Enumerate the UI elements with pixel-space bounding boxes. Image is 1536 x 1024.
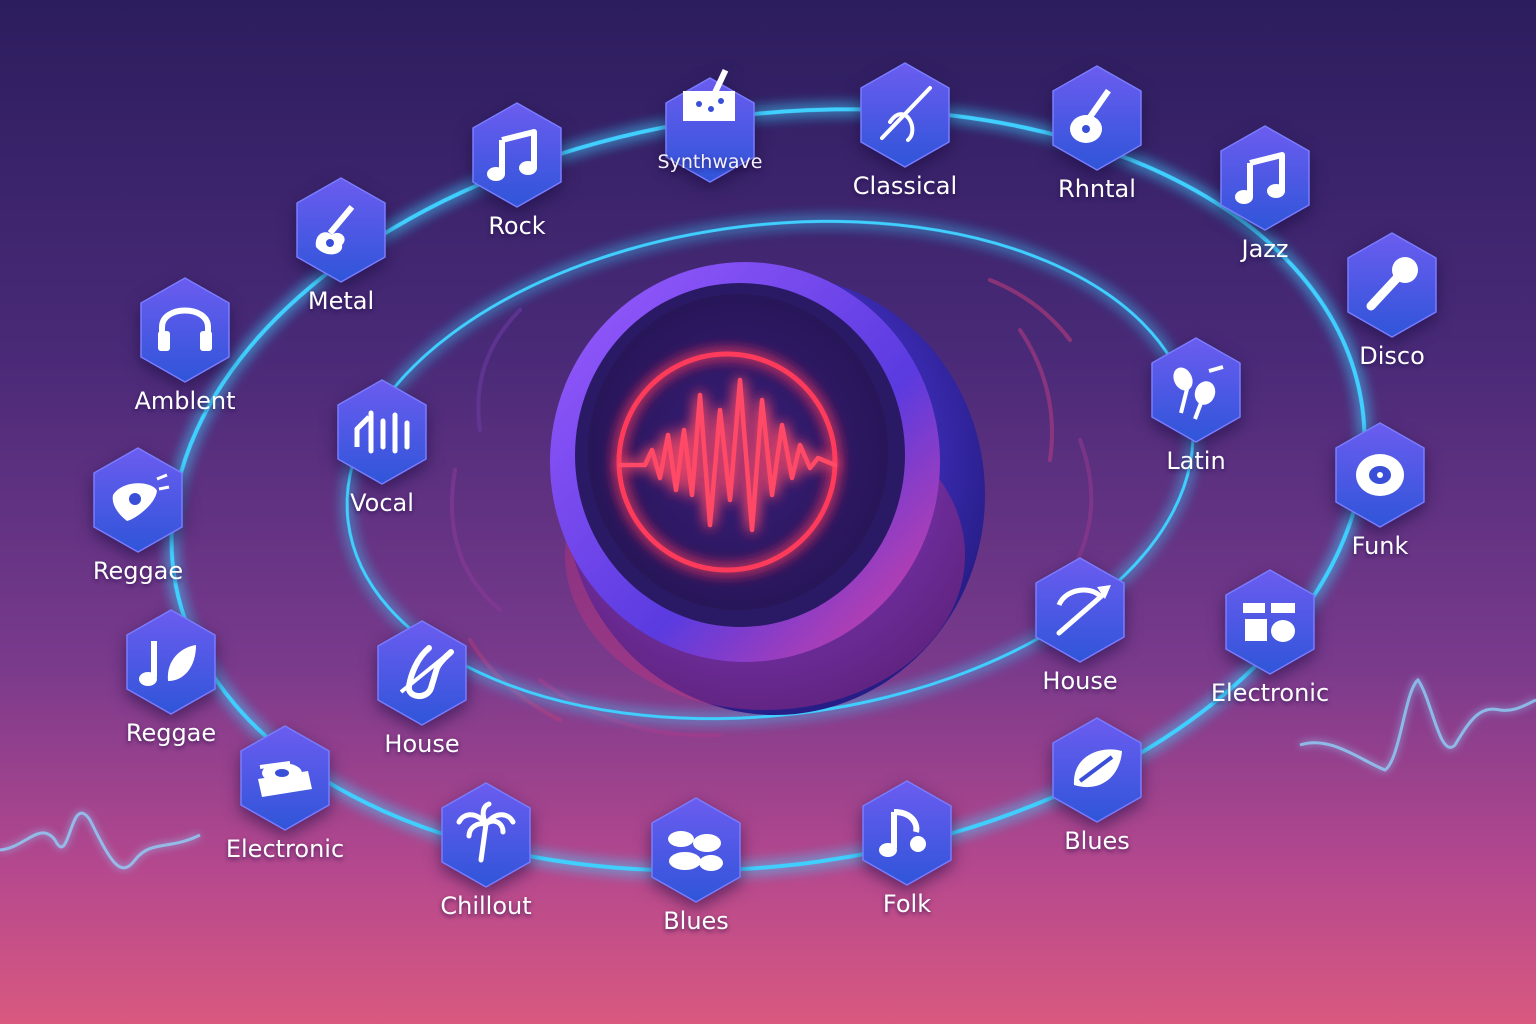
hex-button[interactable] xyxy=(230,723,340,833)
electric-guitar-icon xyxy=(315,205,355,255)
hex-button[interactable] xyxy=(1337,230,1447,340)
hex-button[interactable] xyxy=(367,618,477,728)
genre-label: Chillout xyxy=(440,892,532,920)
genre-label: Rock xyxy=(488,212,546,240)
genre-label: Metal xyxy=(307,287,375,315)
genre-label: Electronic xyxy=(225,835,345,863)
hex-button[interactable] xyxy=(850,60,960,170)
hex-button[interactable] xyxy=(1215,567,1325,677)
maracas-icon xyxy=(1173,365,1224,420)
genre-tile-vocal[interactable]: Vocal xyxy=(307,377,457,547)
music-notes-icon xyxy=(879,809,926,857)
genre-label: Funk xyxy=(1351,532,1409,560)
genre-label: Reggae xyxy=(125,719,217,747)
genre-tile-reggae[interactable]: Reggae xyxy=(96,607,246,777)
palm-tree-icon xyxy=(456,801,516,863)
hex-button[interactable] xyxy=(852,778,962,888)
equalizer-icon xyxy=(354,410,410,454)
central-audio-hub[interactable] xyxy=(550,262,985,715)
leaf-icon xyxy=(1073,749,1122,788)
genre-label: Folk xyxy=(882,890,932,918)
genre-tile-latin[interactable]: Latin xyxy=(1121,335,1271,505)
genre-tile-chillout[interactable]: Chillout xyxy=(411,780,561,950)
left-sound-wave xyxy=(0,811,201,870)
leaf-note-icon xyxy=(139,641,196,686)
acoustic-guitar-icon xyxy=(1070,88,1111,143)
genre-tile-house[interactable]: House xyxy=(1005,555,1155,725)
genre-tile-funk[interactable]: Funk xyxy=(1305,420,1455,590)
genre-tile-electronic[interactable]: Electronic xyxy=(1195,567,1345,737)
hex-button[interactable] xyxy=(116,607,226,717)
guitar-pick-icon xyxy=(112,473,170,521)
genre-label: House xyxy=(384,730,460,758)
hub-glow-ring xyxy=(616,351,838,573)
genre-label: Blues xyxy=(663,907,729,935)
genre-label: Reggae xyxy=(92,557,184,585)
synth-icon xyxy=(683,68,735,121)
genre-tile-metal[interactable]: Metal xyxy=(266,175,416,345)
genre-tile-jazz[interactable]: Jazz xyxy=(1190,123,1340,293)
genre-label: Rhntal xyxy=(1058,175,1136,203)
right-sound-wave xyxy=(1299,677,1536,772)
genre-tile-synthwave[interactable]: Synthwave xyxy=(635,68,785,245)
genre-label: Electronic xyxy=(1210,679,1330,707)
music-note-icon xyxy=(487,129,537,181)
genre-tile-reggae[interactable]: Reggae xyxy=(63,445,213,615)
genre-tile-blues[interactable]: Blues xyxy=(1022,715,1172,885)
headphones-icon xyxy=(158,307,212,351)
genre-label: Jazz xyxy=(1241,235,1289,263)
hex-button[interactable] xyxy=(1325,420,1435,530)
genre-label: Synthwave xyxy=(657,151,763,173)
genre-tile-rock[interactable]: Rock xyxy=(442,100,592,270)
hex-button[interactable] xyxy=(641,795,751,905)
hex-button[interactable] xyxy=(286,175,396,285)
hex-button[interactable] xyxy=(1141,335,1251,445)
genre-tile-house[interactable]: House xyxy=(347,618,497,788)
drum-kit-icon xyxy=(668,831,723,871)
genre-label: Disco xyxy=(1359,342,1425,370)
hex-button[interactable] xyxy=(462,100,572,210)
genre-label: House xyxy=(1042,667,1118,695)
genre-tile-classical[interactable]: Classical xyxy=(830,60,980,230)
hex-button[interactable] xyxy=(130,275,240,385)
genre-tile-rhntal[interactable]: Rhntal xyxy=(1022,63,1172,233)
genre-label: Amblent xyxy=(134,387,236,415)
genre-label: Latin xyxy=(1166,447,1226,475)
violin-bow-icon xyxy=(880,86,932,142)
drum-pads-icon xyxy=(1243,603,1295,642)
vinyl-record-icon xyxy=(1356,454,1404,496)
hex-button[interactable] xyxy=(1210,123,1320,233)
record-arm-icon xyxy=(1056,585,1111,636)
hex-button[interactable] xyxy=(1042,63,1152,173)
genre-label: Classical xyxy=(852,172,958,200)
genre-label: Vocal xyxy=(350,489,414,517)
genre-tile-amblent[interactable]: Amblent xyxy=(110,275,260,445)
sound-wave-icon xyxy=(617,377,838,533)
genre-tile-electronic[interactable]: Electronic xyxy=(210,723,360,893)
genre-tile-blues[interactable]: Blues xyxy=(621,795,771,965)
hex-button[interactable] xyxy=(327,377,437,487)
hex-button[interactable] xyxy=(1042,715,1152,825)
genre-label: Blues xyxy=(1064,827,1130,855)
genre-tile-disco[interactable]: Disco xyxy=(1317,230,1467,400)
hex-button[interactable] xyxy=(1025,555,1135,665)
music-note-icon xyxy=(1235,152,1285,204)
hex-button[interactable] xyxy=(431,780,541,890)
turntable-icon xyxy=(258,761,312,797)
microphone-icon xyxy=(1366,257,1418,311)
hex-button[interactable] xyxy=(83,445,193,555)
hex-button[interactable] xyxy=(655,68,765,185)
genre-tile-folk[interactable]: Folk xyxy=(832,778,982,948)
saxophone-icon xyxy=(399,645,454,699)
